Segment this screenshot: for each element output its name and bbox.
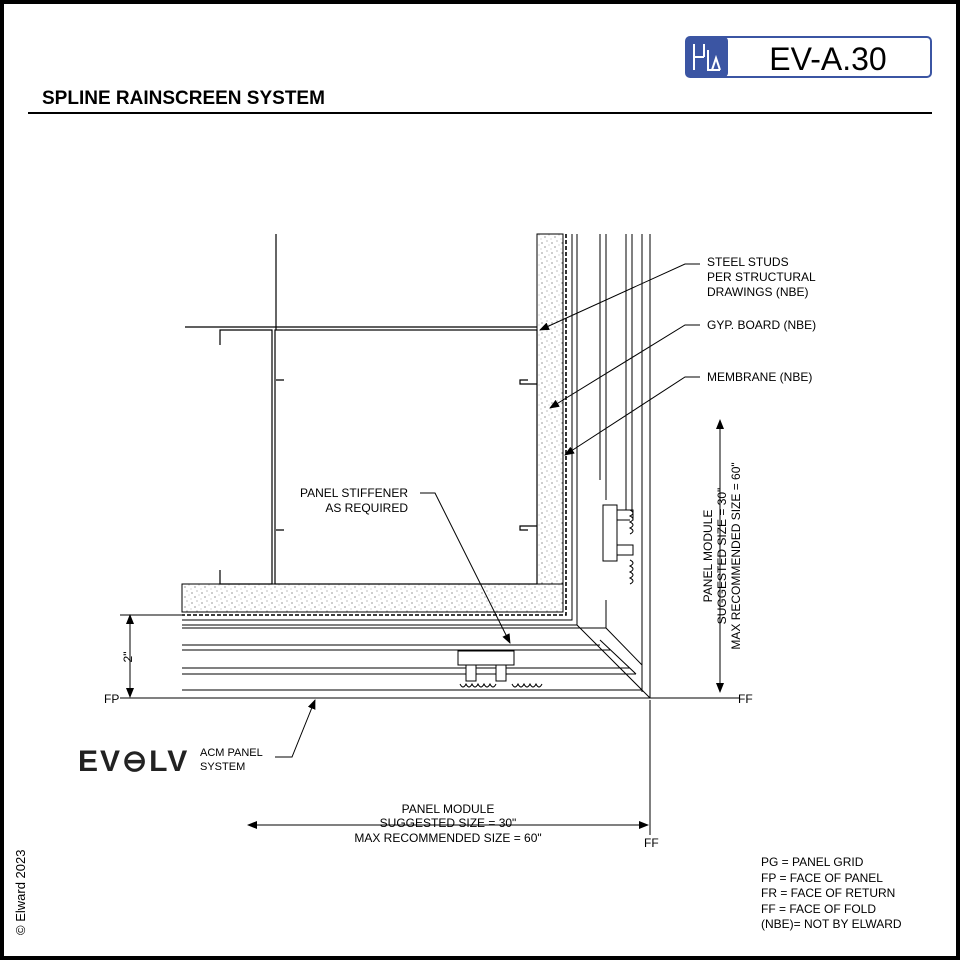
elward-logo-icon xyxy=(693,44,721,71)
evolv-logo: EV⊖LV xyxy=(78,745,189,778)
evolv-brand: EV⊖LV ACM PANEL SYSTEM xyxy=(78,745,263,778)
legend-item: FF = FACE OF FOLD xyxy=(761,902,876,916)
callout-stiffener-line2: AS REQUIRED xyxy=(325,501,408,515)
spline-clip-bottom xyxy=(457,650,543,688)
vertical-module-dimension: PANEL MODULE SUGGESTED SIZE = 30" MAX RE… xyxy=(701,462,743,649)
sheet-background xyxy=(4,4,956,956)
legend-item: FR = FACE OF RETURN xyxy=(761,886,895,900)
brand-sub-line2: SYSTEM xyxy=(200,761,245,773)
copyright: © Elward 2023 xyxy=(13,850,28,935)
callout-studs-line3: DRAWINGS (NBE) xyxy=(707,285,809,299)
sheet-code: EV-A.30 xyxy=(769,41,886,77)
gyp-board-vertical xyxy=(536,233,564,585)
fp-label: FP xyxy=(104,692,119,706)
callout-membrane: MEMBRANE (NBE) xyxy=(707,370,812,384)
vertical-module-line3: MAX RECOMMENDED SIZE = 60" xyxy=(729,462,743,649)
ff-label-right: FF xyxy=(738,692,753,706)
callout-steel-studs: STEEL STUDS PER STRUCTURAL DRAWINGS (NBE… xyxy=(707,255,816,299)
two-inch-label: 2" xyxy=(121,652,135,663)
brand-sub-line1: ACM PANEL xyxy=(200,747,263,759)
membrane-line xyxy=(182,234,567,616)
sheet-title: SPLINE RAINSCREEN SYSTEM xyxy=(42,88,325,109)
horizontal-module-dimension: PANEL MODULE SUGGESTED SIZE = 30" MAX RE… xyxy=(354,802,541,845)
legend-item: FP = FACE OF PANEL xyxy=(761,871,883,885)
legend-item: (NBE)= NOT BY ELWARD xyxy=(761,917,902,931)
horizontal-module-line2: SUGGESTED SIZE = 30" xyxy=(380,816,517,830)
callout-studs-line1: STEEL STUDS xyxy=(707,255,789,269)
steel-studs xyxy=(185,234,538,585)
horizontal-module-line1: PANEL MODULE xyxy=(402,802,495,816)
abbreviation-legend: PG = PANEL GRID FP = FACE OF PANEL FR = … xyxy=(761,855,902,931)
spline-clip-right xyxy=(602,504,634,585)
callout-leaders xyxy=(275,263,700,758)
callout-gyp-board: GYP. BOARD (NBE) xyxy=(707,318,816,332)
callout-stiffener-line1: PANEL STIFFENER xyxy=(300,486,408,500)
sheet-code-box: EV-A.30 xyxy=(685,36,932,78)
legend-item: PG = PANEL GRID xyxy=(761,855,864,869)
panel-layers xyxy=(182,234,651,699)
vertical-module-line2: SUGGESTED SIZE = 30" xyxy=(715,488,729,625)
ff-label-bottom: FF xyxy=(644,836,659,850)
copyright-text: © Elward 2023 xyxy=(13,850,28,935)
horizontal-module-line3: MAX RECOMMENDED SIZE = 60" xyxy=(354,831,541,845)
gyp-board-horizontal xyxy=(181,583,564,613)
vertical-module-line1: PANEL MODULE xyxy=(701,510,715,603)
two-inch-dimension: 2" xyxy=(121,652,135,663)
callout-studs-line2: PER STRUCTURAL xyxy=(707,270,816,284)
callout-panel-stiffener: PANEL STIFFENER AS REQUIRED xyxy=(300,486,408,515)
dimension-lines xyxy=(120,419,740,835)
